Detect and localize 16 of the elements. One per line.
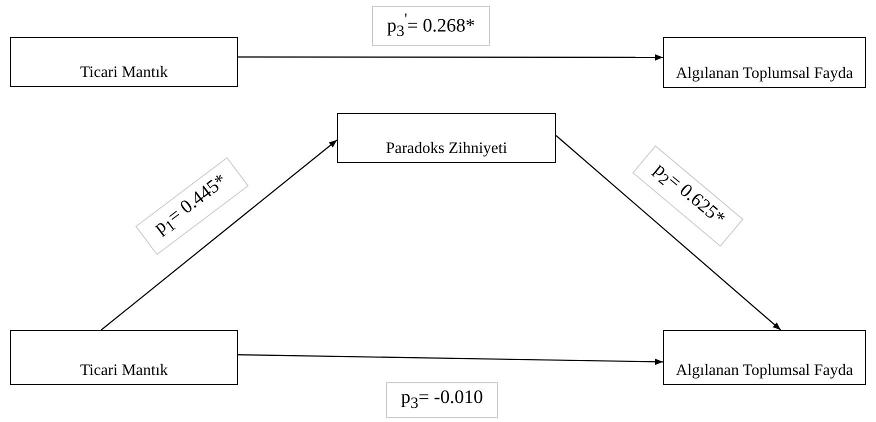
variable-box — [663, 330, 866, 385]
arrow — [100, 140, 338, 330]
arrow — [556, 135, 782, 330]
edge-label: p$_{3}$= -0.010 — [386, 382, 498, 418]
variable-box — [10, 330, 238, 385]
arrow — [238, 54, 663, 61]
variable-name: Algılanan Toplumsal Fayda — [676, 64, 854, 84]
variable-box — [337, 113, 556, 163]
edge-label: p$_{3}$$^{'}$= 0.268* — [372, 6, 490, 46]
variable-box — [663, 37, 866, 88]
variable-name: Ticari Mantık — [80, 63, 168, 83]
variable-name: Ticari Mantık — [80, 361, 168, 381]
arrow — [238, 354, 664, 365]
variable-name: Paradoks Zihniyeti — [386, 139, 508, 159]
variable-box — [10, 37, 238, 87]
variable-name: Algılanan Toplumsal Fayda — [676, 361, 854, 381]
